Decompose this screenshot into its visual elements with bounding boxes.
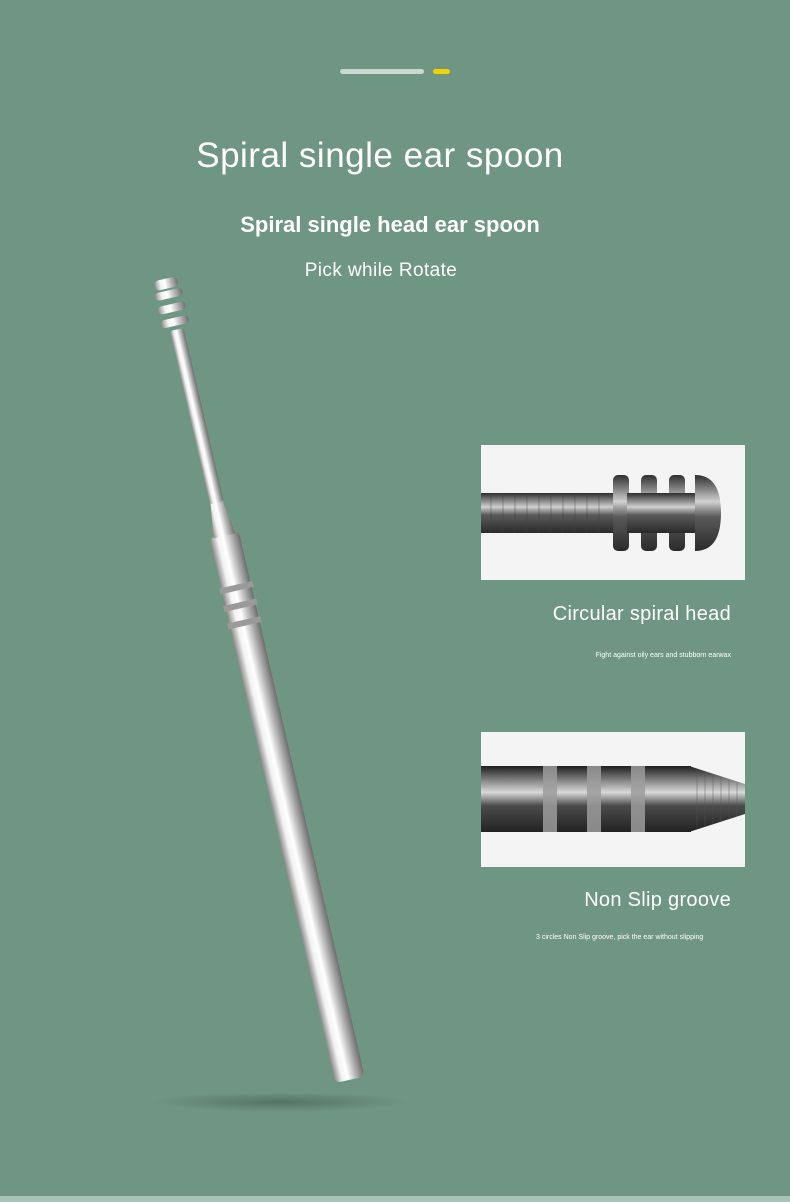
feature-description-non-slip-groove: 3 circles Non Slip groove, pick the ear … <box>536 934 704 941</box>
grip-groove-closeup-photo <box>481 732 745 867</box>
spiral-head-closeup-image <box>481 475 721 551</box>
feature-title-spiral-head: Circular spiral head <box>552 603 731 625</box>
page-subtitle: Spiral single head ear spoon <box>240 212 540 237</box>
feature-description-spiral-head: Fight against oily ears and stubborn ear… <box>595 652 731 659</box>
ear-spoon-product-image <box>150 277 410 1112</box>
spiral-head-closeup-photo <box>481 445 745 580</box>
grip-groove-closeup-image <box>481 766 745 832</box>
pager-indicator-2-active[interactable] <box>433 69 450 74</box>
pager-indicator-1[interactable] <box>340 69 424 74</box>
page-title: Spiral single ear spoon <box>196 136 564 175</box>
page-tagline: Pick while Rotate <box>304 260 458 281</box>
feature-title-non-slip-groove: Non Slip groove <box>584 889 731 911</box>
bottom-divider <box>0 1196 790 1202</box>
